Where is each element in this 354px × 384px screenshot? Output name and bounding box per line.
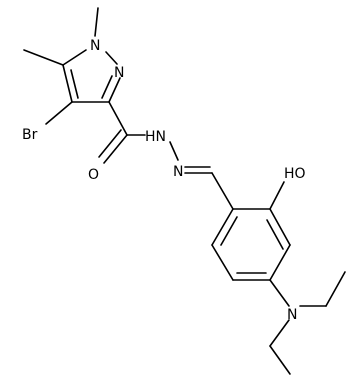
bond-c5-c4 bbox=[62, 64, 73, 103]
bond-c4-br bbox=[45, 101, 73, 125]
label-layer: N N Br O HN N HO N bbox=[22, 38, 306, 323]
bond-ring-c6-c1 bbox=[211, 208, 234, 246]
label-n-ring-2: N bbox=[114, 65, 124, 81]
bond-carbonyl-o bbox=[103, 134, 128, 164]
bond-n1-methyl bbox=[94, 7, 99, 37]
bond-layer bbox=[23, 7, 346, 375]
label-o-carbonyl: O bbox=[88, 167, 99, 183]
label-nh: HN bbox=[145, 129, 166, 145]
label-n-ring-1: N bbox=[90, 38, 100, 54]
bond-amine-ethyl1-b bbox=[325, 271, 346, 307]
bond-carbonyl-o-double bbox=[98, 129, 122, 158]
label-br: Br bbox=[22, 127, 38, 143]
label-n-imine: N bbox=[173, 164, 183, 180]
bond-c3-carbonyl bbox=[108, 101, 128, 136]
bond-amine-ethyl2-a bbox=[269, 319, 290, 347]
bond-c3-n2-double bbox=[101, 75, 113, 99]
label-oh: HO bbox=[284, 166, 306, 182]
bond-ring-amine bbox=[269, 279, 290, 307]
bond-n2-n1 bbox=[105, 51, 118, 65]
bond-amine-ethyl2-b bbox=[269, 345, 291, 375]
bond-ring-c3-c4 bbox=[269, 244, 291, 281]
bond-ring-inner-3 bbox=[220, 216, 238, 246]
bond-c5-c4-double bbox=[70, 69, 79, 99]
bond-nh-n bbox=[169, 141, 179, 161]
bond-ring-oh bbox=[269, 181, 285, 210]
bond-c3-n2 bbox=[108, 77, 121, 103]
bond-ch-ring bbox=[211, 172, 234, 210]
bond-ring-c2-c3 bbox=[269, 208, 291, 246]
bond-ring-c5-c6 bbox=[211, 244, 234, 281]
bond-n1-c5 bbox=[62, 49, 87, 66]
bond-ring-inner-1 bbox=[266, 219, 284, 250]
label-n-amine: N bbox=[287, 307, 297, 323]
bond-c5-methyl bbox=[23, 49, 64, 66]
